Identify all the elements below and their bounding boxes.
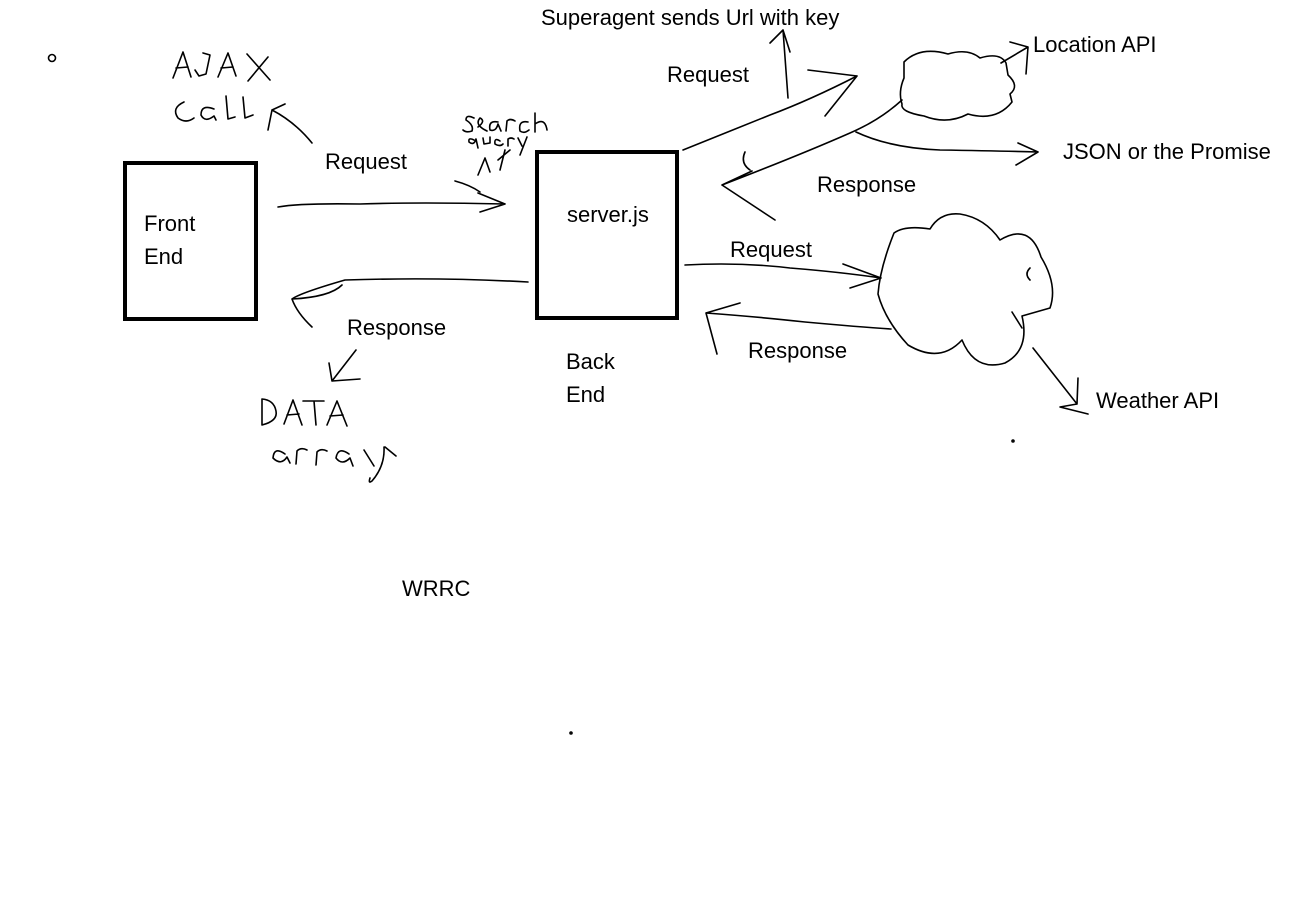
server-box: [535, 150, 679, 320]
request-arrow-server-to-location: [682, 69, 858, 151]
request-arrow-front-to-server: [277, 192, 506, 213]
json-promise-arrow: [855, 131, 1039, 166]
handwritten-data-array: [261, 398, 397, 483]
front-end-label-line2: End: [144, 244, 184, 269]
data-array-arrow: [328, 349, 361, 382]
location-api-pointer: [1000, 41, 1029, 75]
weather-api-cloud-detail: [1011, 267, 1031, 329]
stray-dot-mark: [1011, 439, 1015, 443]
request-arrow-front-hook: [454, 180, 481, 193]
stray-dot-mark: [569, 731, 573, 735]
response-label-weather: Response: [748, 338, 848, 363]
response-label-location: Response: [817, 172, 917, 197]
ajax-arrow: [267, 103, 313, 144]
request-label-location: Request: [667, 62, 749, 87]
json-promise-label: JSON or the Promise: [1063, 139, 1271, 164]
handwritten-ajax-call: [172, 51, 271, 122]
request-arrow-server-to-weather: [684, 263, 882, 289]
request-label-weather: Request: [730, 237, 812, 262]
superagent-label: Superagent sends Url with key: [541, 5, 840, 30]
superagent-arrow: [769, 29, 791, 99]
response-arrow-weather-to-server: [705, 302, 892, 355]
search-query-arrow: [477, 149, 511, 176]
weather-api-cloud: [877, 212, 1054, 366]
request-label-front: Request: [325, 149, 407, 174]
back-end-label-line2: End: [566, 382, 606, 407]
weather-api-label: Weather API: [1096, 388, 1220, 413]
back-end-label-line1: Back: [566, 349, 615, 374]
location-api-label: Location API: [1033, 32, 1157, 57]
wrrc-label: WRRC: [402, 576, 471, 601]
weather-api-pointer: [1032, 347, 1089, 415]
server-label: server.js: [567, 202, 649, 227]
stray-dot-mark: [47, 53, 57, 63]
response-arrow-server-to-front: [291, 278, 529, 328]
response-arrow-location-to-server: [721, 99, 903, 221]
location-api-cloud: [899, 50, 1016, 121]
response-label-front: Response: [347, 315, 447, 340]
front-end-label-line1: Front: [144, 211, 196, 236]
front-end-box: [123, 161, 258, 321]
handwritten-search-query: [462, 112, 548, 156]
